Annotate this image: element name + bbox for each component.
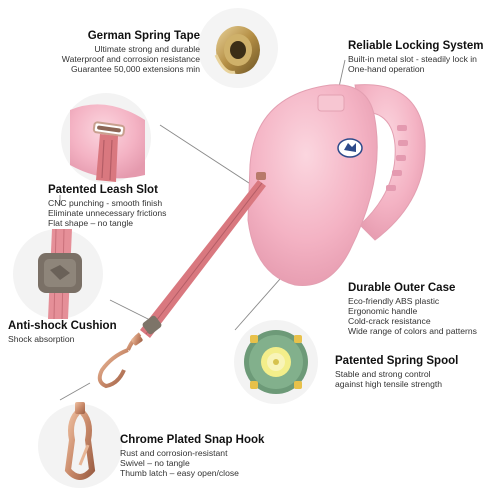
callout-snap-hook: Chrome Plated Snap Hook Rust and corrosi… <box>120 434 264 479</box>
leash-slot-image <box>61 93 151 183</box>
callout-locking-system: Reliable Locking System Built-in metal s… <box>348 40 484 75</box>
snap-hook-line-1: Rust and corrosion-resistant <box>120 448 228 459</box>
outer-case-line-1: Eco-friendly ABS plastic <box>348 296 440 307</box>
snap-hook-title: Chrome Plated Snap Hook <box>120 434 265 446</box>
locking-line-2: One-hand operation <box>348 64 425 75</box>
callout-outer-case: Durable Outer Case Eco-friendly ABS plas… <box>348 282 477 337</box>
snap-hook-image <box>38 402 122 488</box>
spool-line-2: against high tensile strength <box>335 379 443 390</box>
callout-anti-shock-cushion: Anti-shock Cushion Shock absorption <box>8 320 117 345</box>
leash-case <box>247 84 426 287</box>
leash-slot-line-2: Eliminate unnecessary frictions <box>48 208 167 219</box>
outer-case-title: Durable Outer Case <box>348 282 456 294</box>
callout-leash-slot: Patented Leash Slot CNC punching - smoot… <box>48 184 166 229</box>
leash-slot-line-3: Flat shape – no tangle <box>48 217 134 228</box>
spring-spool-image <box>234 320 318 404</box>
locking-title: Reliable Locking System <box>348 40 484 52</box>
spool-line-1: Stable and strong control <box>335 369 431 380</box>
leash-slot-line-1: CNC punching - smooth finish <box>48 198 163 209</box>
cushion-image <box>13 228 103 320</box>
callout-spring-tape: German Spring Tape Ultimate strong and d… <box>62 30 200 75</box>
cushion-line-1: Shock absorption <box>8 334 75 345</box>
outer-case-line-3: Cold-crack resistance <box>348 315 431 326</box>
callout-spring-spool: Patented Spring Spool Stable and strong … <box>335 355 458 390</box>
spring-tape-line-3: Guarantee 50,000 extensions min <box>71 63 200 74</box>
spring-tape-title: German Spring Tape <box>87 30 200 42</box>
spring-tape-line-1: Ultimate strong and durable <box>94 44 200 55</box>
spring-tape-line-2: Waterproof and corrosion resistance <box>61 54 200 65</box>
locking-line-1: Built-in metal slot - steadily lock in <box>348 54 477 65</box>
leash-slot-title: Patented Leash Slot <box>48 184 158 196</box>
outer-case-line-4: Wide range of colors and patterns <box>348 325 477 336</box>
leash-strap <box>97 180 266 389</box>
spring-tape-image <box>198 8 278 88</box>
spool-title: Patented Spring Spool <box>335 355 459 367</box>
outer-case-line-2: Ergonomic handle <box>348 306 418 317</box>
snap-hook-line-2: Swivel – no tangle <box>120 458 190 469</box>
cushion-title: Anti-shock Cushion <box>8 320 117 332</box>
snap-hook-line-3: Thumb latch – easy open/close <box>120 467 239 478</box>
